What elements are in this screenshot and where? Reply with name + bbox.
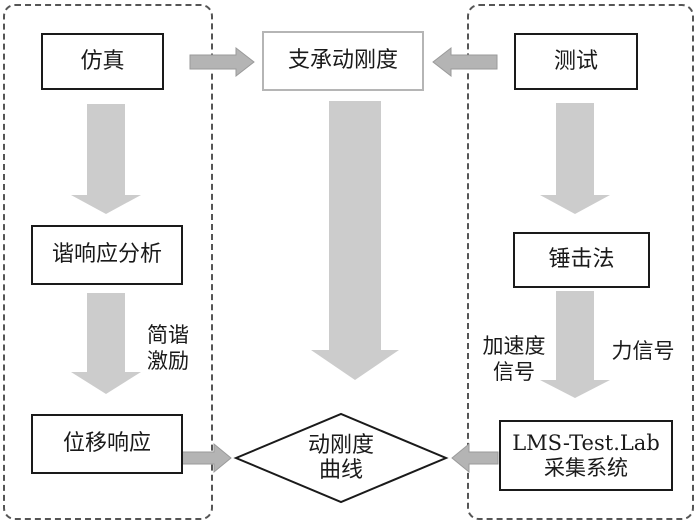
lms-system-label-line1: LMS-Test.Lab: [512, 431, 660, 456]
harmonic-analysis-label: 谐响应分析: [51, 242, 162, 268]
arrow-displacement-to-curve: [181, 442, 232, 474]
acceleration-line2: 信号: [493, 359, 535, 384]
arrow-simulation-to-stiffness: [189, 46, 255, 78]
force-signal-edge-label: 力信号: [611, 339, 675, 363]
arrow-harmonic-to-displacement: [71, 293, 141, 394]
curve-diamond-shape: [233, 412, 449, 504]
displacement-response-node: 位移响应: [31, 414, 183, 474]
displacement-response-label: 位移响应: [62, 431, 151, 457]
lms-system-label-line2: 采集系统: [544, 455, 628, 480]
arrow-test-to-stiffness: [432, 46, 498, 78]
curve-node-text: 动刚度 曲线: [286, 424, 396, 492]
simulation-group-frame: [3, 4, 213, 520]
arrow-hammer-to-lms: [540, 291, 610, 398]
harmonic-analysis-node: 谐响应分析: [31, 225, 183, 285]
curve-label-line2: 曲线: [318, 458, 363, 483]
test-label: 测试: [553, 48, 598, 74]
curve-label-line1: 动刚度: [307, 432, 374, 458]
excitation-edge-label: 简谐 激励: [142, 323, 194, 374]
stiffness-node: 支承动刚度: [262, 31, 424, 91]
arrow-simulation-to-harmonic: [71, 104, 141, 214]
arrow-test-to-hammer: [540, 103, 610, 214]
acceleration-line1: 加速度: [482, 334, 546, 358]
simulation-node: 仿真: [41, 33, 164, 90]
simulation-label: 仿真: [80, 48, 125, 74]
test-group-frame: [467, 4, 694, 520]
hammer-method-node: 锤击法: [513, 232, 650, 288]
test-node: 测试: [514, 33, 638, 90]
lms-system-node: LMS-Test.Lab 采集系统: [499, 420, 673, 491]
arrow-stiffness-to-curve: [311, 101, 399, 380]
hammer-method-label: 锤击法: [548, 247, 615, 273]
excitation-line1: 简谐: [147, 323, 189, 347]
acceleration-signal-edge-label: 加速度 信号: [474, 334, 554, 385]
excitation-line2: 激励: [147, 348, 189, 373]
stiffness-label: 支承动刚度: [287, 48, 398, 74]
arrow-lms-to-curve: [451, 442, 499, 474]
